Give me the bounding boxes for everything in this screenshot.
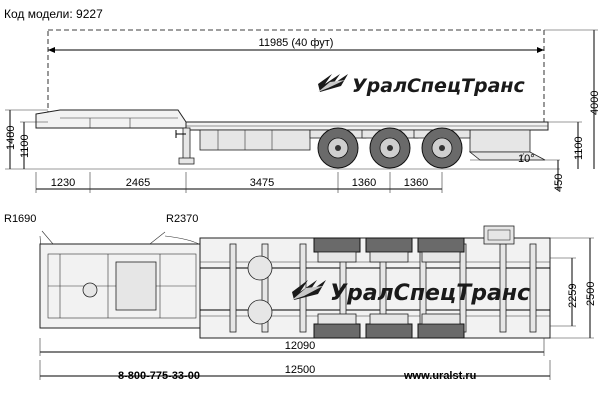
footer-phone: 8-800-775-33-00: [118, 370, 200, 382]
segment-mid-label: 2465: [126, 177, 150, 189]
container-outline: [47, 29, 545, 126]
total-height-label: 4000: [589, 91, 600, 115]
side-view: 11985 (40 фут) УралСпецТранс: [5, 29, 600, 193]
axle-spacing-2-label: 1360: [404, 177, 428, 189]
departure-angle-label: 10°: [518, 153, 535, 165]
axle-spacing-1-label: 1360: [352, 177, 376, 189]
container-length-label: 11985 (40 фут): [259, 37, 334, 49]
front-deck-height-label: 1480: [5, 126, 17, 150]
landing-gear-side: [175, 127, 195, 165]
kingpin: [82, 282, 98, 298]
wheel-1: [309, 127, 367, 169]
front-deck: [35, 109, 187, 129]
spare-wheel-right: [247, 299, 273, 325]
length-segments: 1230 2465 3475 1360 1360: [35, 172, 443, 193]
inner-width-label: 2259: [567, 284, 579, 308]
rear-radius-label: R2370: [166, 213, 198, 225]
rear-box: [483, 225, 515, 245]
wheel-sets-top: [313, 237, 465, 339]
rear-frame-box: [469, 129, 531, 153]
brand-name-top: УралСпецТранс: [330, 281, 530, 306]
wheel-2: [361, 127, 419, 169]
rear-low-height-label: 450: [553, 174, 565, 192]
outer-width-label: 2500: [585, 282, 597, 306]
model-code-label: Код модели: 9227: [4, 7, 103, 21]
spare-wheel-left: [247, 255, 273, 281]
segment-axle-label: 3475: [250, 177, 274, 189]
total-length-label: 12500: [285, 364, 316, 376]
frame-box: [199, 129, 311, 151]
brand-logo-side: УралСпецТранс: [318, 74, 526, 97]
frame-length-label: 12090: [285, 340, 316, 352]
wheel-3: [413, 127, 471, 169]
segment-front-label: 1230: [51, 177, 75, 189]
footer-website: www.uralst.ru: [403, 370, 476, 382]
brand-name-side: УралСпецТранс: [352, 75, 526, 97]
rear-deck-height-label: 1100: [573, 136, 585, 160]
brand-logo-top: УралСпецТранс: [292, 280, 530, 306]
kingpin-height-label: 1100: [19, 134, 31, 158]
top-view: R1690 R2370: [4, 213, 597, 380]
front-radius-label: R1690: [4, 213, 36, 225]
